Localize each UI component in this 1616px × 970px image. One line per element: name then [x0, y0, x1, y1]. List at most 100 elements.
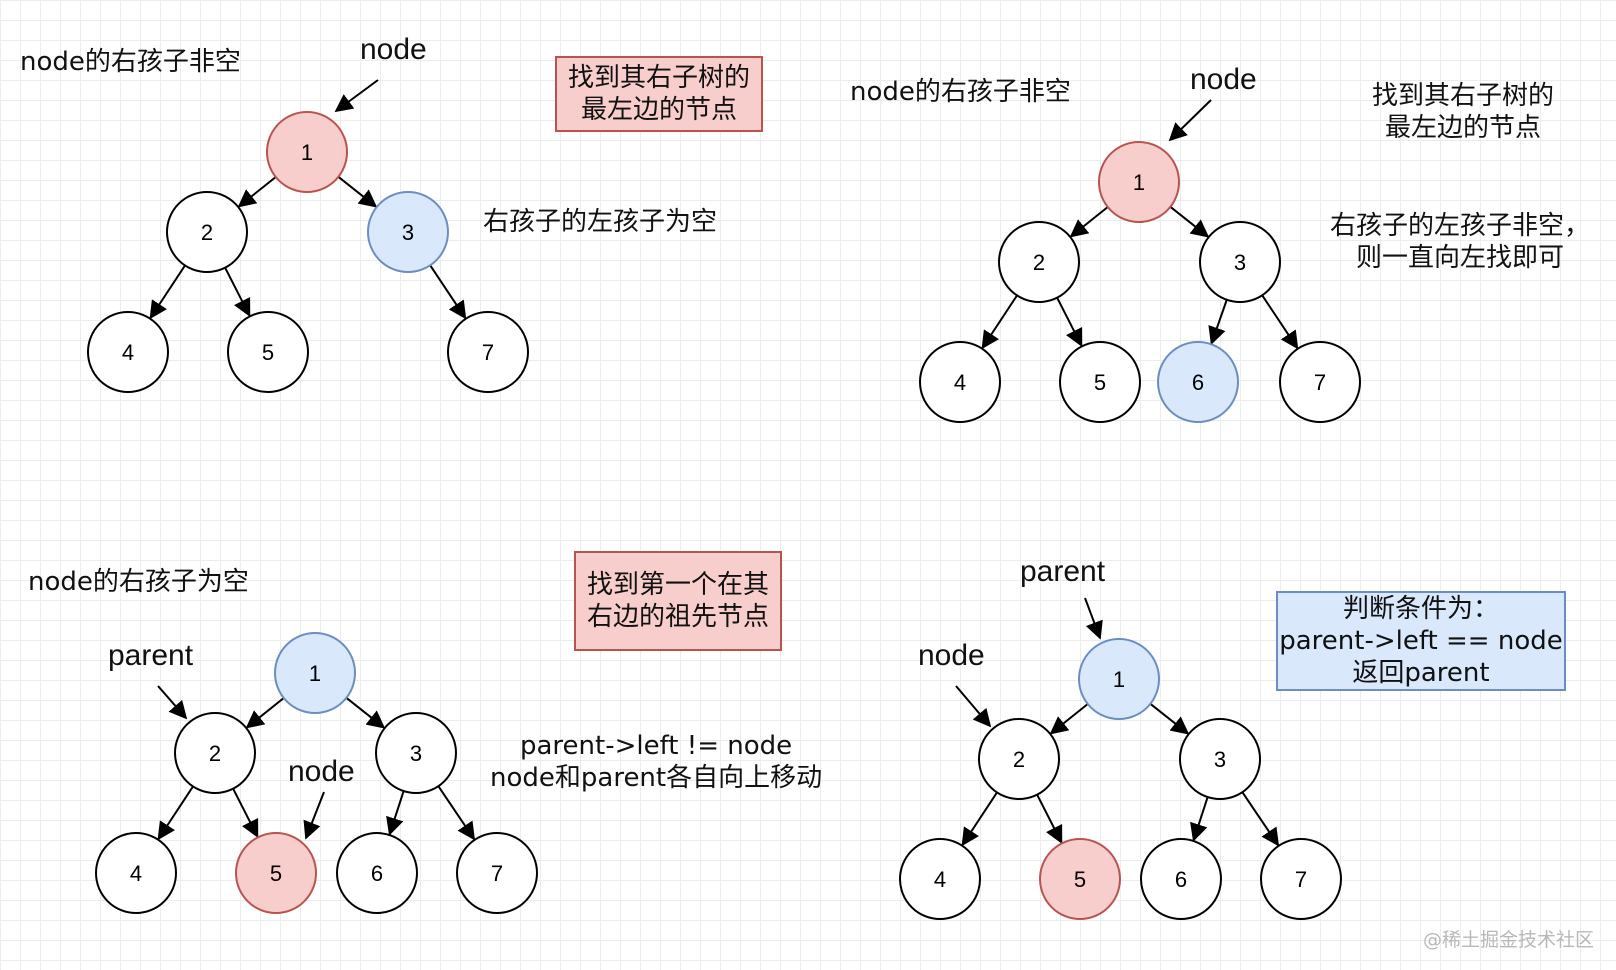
- br-edge-2-4: [961, 791, 998, 847]
- tr-tree-node-label-5: 5: [1094, 370, 1106, 395]
- br-condition-line1: 判断条件为：: [1342, 594, 1499, 624]
- tr-note-line1: 右孩子的左孩子非空，: [1330, 211, 1591, 241]
- tr-tree-node-label-4: 4: [954, 370, 966, 395]
- tl-title: node的右孩子非空: [20, 47, 241, 77]
- tr-node-pointer-label: node: [1190, 63, 1257, 96]
- br-tree-node-6: [1140, 838, 1222, 920]
- bl-node-pointer-label: node: [288, 755, 355, 788]
- bl-node-pointer-arrow: [303, 791, 325, 840]
- tl-note: 右孩子的左孩子为空: [483, 207, 718, 237]
- tl-tree-node-5: [227, 311, 309, 393]
- tl-tree-node-label-2: 2: [201, 220, 213, 245]
- br-tree-node-label-6: 6: [1175, 867, 1187, 892]
- tr-rule-note: 找到其右子树的 最左边的节点: [1372, 80, 1554, 144]
- bl-edge-3-7: [437, 785, 476, 841]
- tr-tree-node-2: [998, 221, 1080, 303]
- tl-tree-node-7: [447, 311, 529, 393]
- bl-tree-node-label-7: 7: [491, 861, 503, 886]
- tl-rule-line1: 找到其右子树的: [567, 63, 750, 93]
- tl-tree-node-4: [87, 311, 169, 393]
- tr-edge-2-4: [981, 294, 1018, 350]
- tl-edge-2-5: [224, 267, 251, 318]
- bl-tree-node-3: [375, 712, 457, 794]
- bl-edge-3-6: [386, 790, 405, 836]
- tl-node-pointer-arrow: [334, 79, 379, 113]
- tl-tree-node-label-3: 3: [402, 220, 414, 245]
- bl-title: node的右孩子为空: [28, 567, 249, 597]
- br-parent-pointer-arrow: [1084, 597, 1103, 640]
- br-tree-node-label-7: 7: [1295, 867, 1307, 892]
- bl-tree-node-label-1: 1: [309, 661, 321, 686]
- br-tree-node-label-1: 1: [1113, 667, 1125, 692]
- tl-node-pointer-label: node: [360, 33, 427, 66]
- tr-tree-node-label-3: 3: [1234, 250, 1246, 275]
- tr-edge-3-7: [1261, 294, 1299, 350]
- watermark: @稀土掘金技术社区: [1422, 929, 1594, 951]
- br-tree-node-label-4: 4: [934, 867, 946, 892]
- tr-rule-line1: 找到其右子树的: [1372, 81, 1555, 111]
- bl-parent-pointer-label: parent: [108, 639, 194, 672]
- br-edge-1-3: [1149, 703, 1190, 735]
- bl-tree-node-4: [95, 832, 177, 914]
- bl-tree-node-label-5: 5: [270, 861, 282, 886]
- tr-tree-node-label-7: 7: [1314, 370, 1326, 395]
- tr-tree-node-label-2: 2: [1033, 250, 1045, 275]
- br-tree-node-1: [1078, 638, 1160, 720]
- tr-edge-1-2: [1069, 206, 1109, 238]
- br-node-pointer-arrow: [955, 685, 992, 728]
- tr-tree-node-6: [1157, 341, 1239, 423]
- bl-note-line2: node和parent各自向上移动: [490, 763, 823, 793]
- br-parent-pointer-label: parent: [1020, 555, 1106, 588]
- bl-edge-2-5: [232, 788, 259, 839]
- br-condition-line3: 返回parent: [1352, 658, 1490, 688]
- bl-tree-node-5: [235, 832, 317, 914]
- tr-edge-2-5: [1056, 297, 1083, 348]
- bl-tree-node-label-6: 6: [371, 861, 383, 886]
- tl-edge-2-4: [149, 264, 186, 320]
- tr-tree-node-5: [1059, 341, 1141, 423]
- tl-rule-line2: 最左边的节点: [580, 95, 737, 125]
- tl-tree-node-label-5: 5: [262, 340, 274, 365]
- bl-rule-line2: 右边的祖先节点: [586, 602, 769, 632]
- br-edge-3-7: [1241, 791, 1280, 847]
- tr-tree-node-4: [919, 341, 1001, 423]
- tr-edge-3-6: [1208, 299, 1228, 346]
- br-edge-1-2: [1049, 703, 1089, 735]
- tl-tree-node-2: [166, 191, 248, 273]
- bl-rule-line1: 找到第一个在其: [586, 570, 769, 600]
- bl-rule-box: 找到第一个在其 右边的祖先节点: [574, 551, 782, 651]
- br-node-pointer-label: node: [918, 639, 985, 672]
- br-tree-node-label-5: 5: [1074, 867, 1086, 892]
- br-tree-node-4: [899, 838, 981, 920]
- tr-tree-node-label-1: 1: [1133, 170, 1145, 195]
- bl-tree-node-label-3: 3: [410, 741, 422, 766]
- tr-note-line2: 则一直向左找即可: [1356, 243, 1565, 273]
- tl-tree-node-1: [266, 111, 348, 193]
- bl-tree-node-label-2: 2: [209, 741, 221, 766]
- bl-edge-1-2: [245, 697, 285, 729]
- tr-tree-node-label-6: 6: [1192, 370, 1204, 395]
- tl-rule-box: 找到其右子树的 最左边的节点: [555, 56, 763, 132]
- br-edge-3-6: [1190, 796, 1209, 842]
- bl-tree-node-6: [336, 832, 418, 914]
- tr-tree-node-3: [1199, 221, 1281, 303]
- tr-node-pointer-arrow: [1168, 99, 1212, 142]
- tr-edge-1-3: [1169, 206, 1210, 238]
- tr-title: node的右孩子非空: [850, 77, 1071, 107]
- bl-edge-2-4: [157, 785, 194, 841]
- bl-tree-node-7: [456, 832, 538, 914]
- tl-edge-1-3: [337, 176, 378, 208]
- bl-parent-pointer-arrow: [157, 685, 188, 720]
- br-edge-2-5: [1036, 794, 1063, 845]
- tl-tree-node-label-1: 1: [301, 140, 313, 165]
- tr-tree-node-1: [1098, 141, 1180, 223]
- tr-tree-node-7: [1279, 341, 1361, 423]
- tl-tree-node-label-7: 7: [482, 340, 494, 365]
- tl-edge-1-2: [237, 176, 277, 208]
- bl-note-line1: parent->left != node: [520, 731, 793, 761]
- br-tree-node-5: [1039, 838, 1121, 920]
- br-tree-node-2: [978, 718, 1060, 800]
- br-tree-node-3: [1179, 718, 1261, 800]
- bl-tree-node-label-4: 4: [130, 861, 142, 886]
